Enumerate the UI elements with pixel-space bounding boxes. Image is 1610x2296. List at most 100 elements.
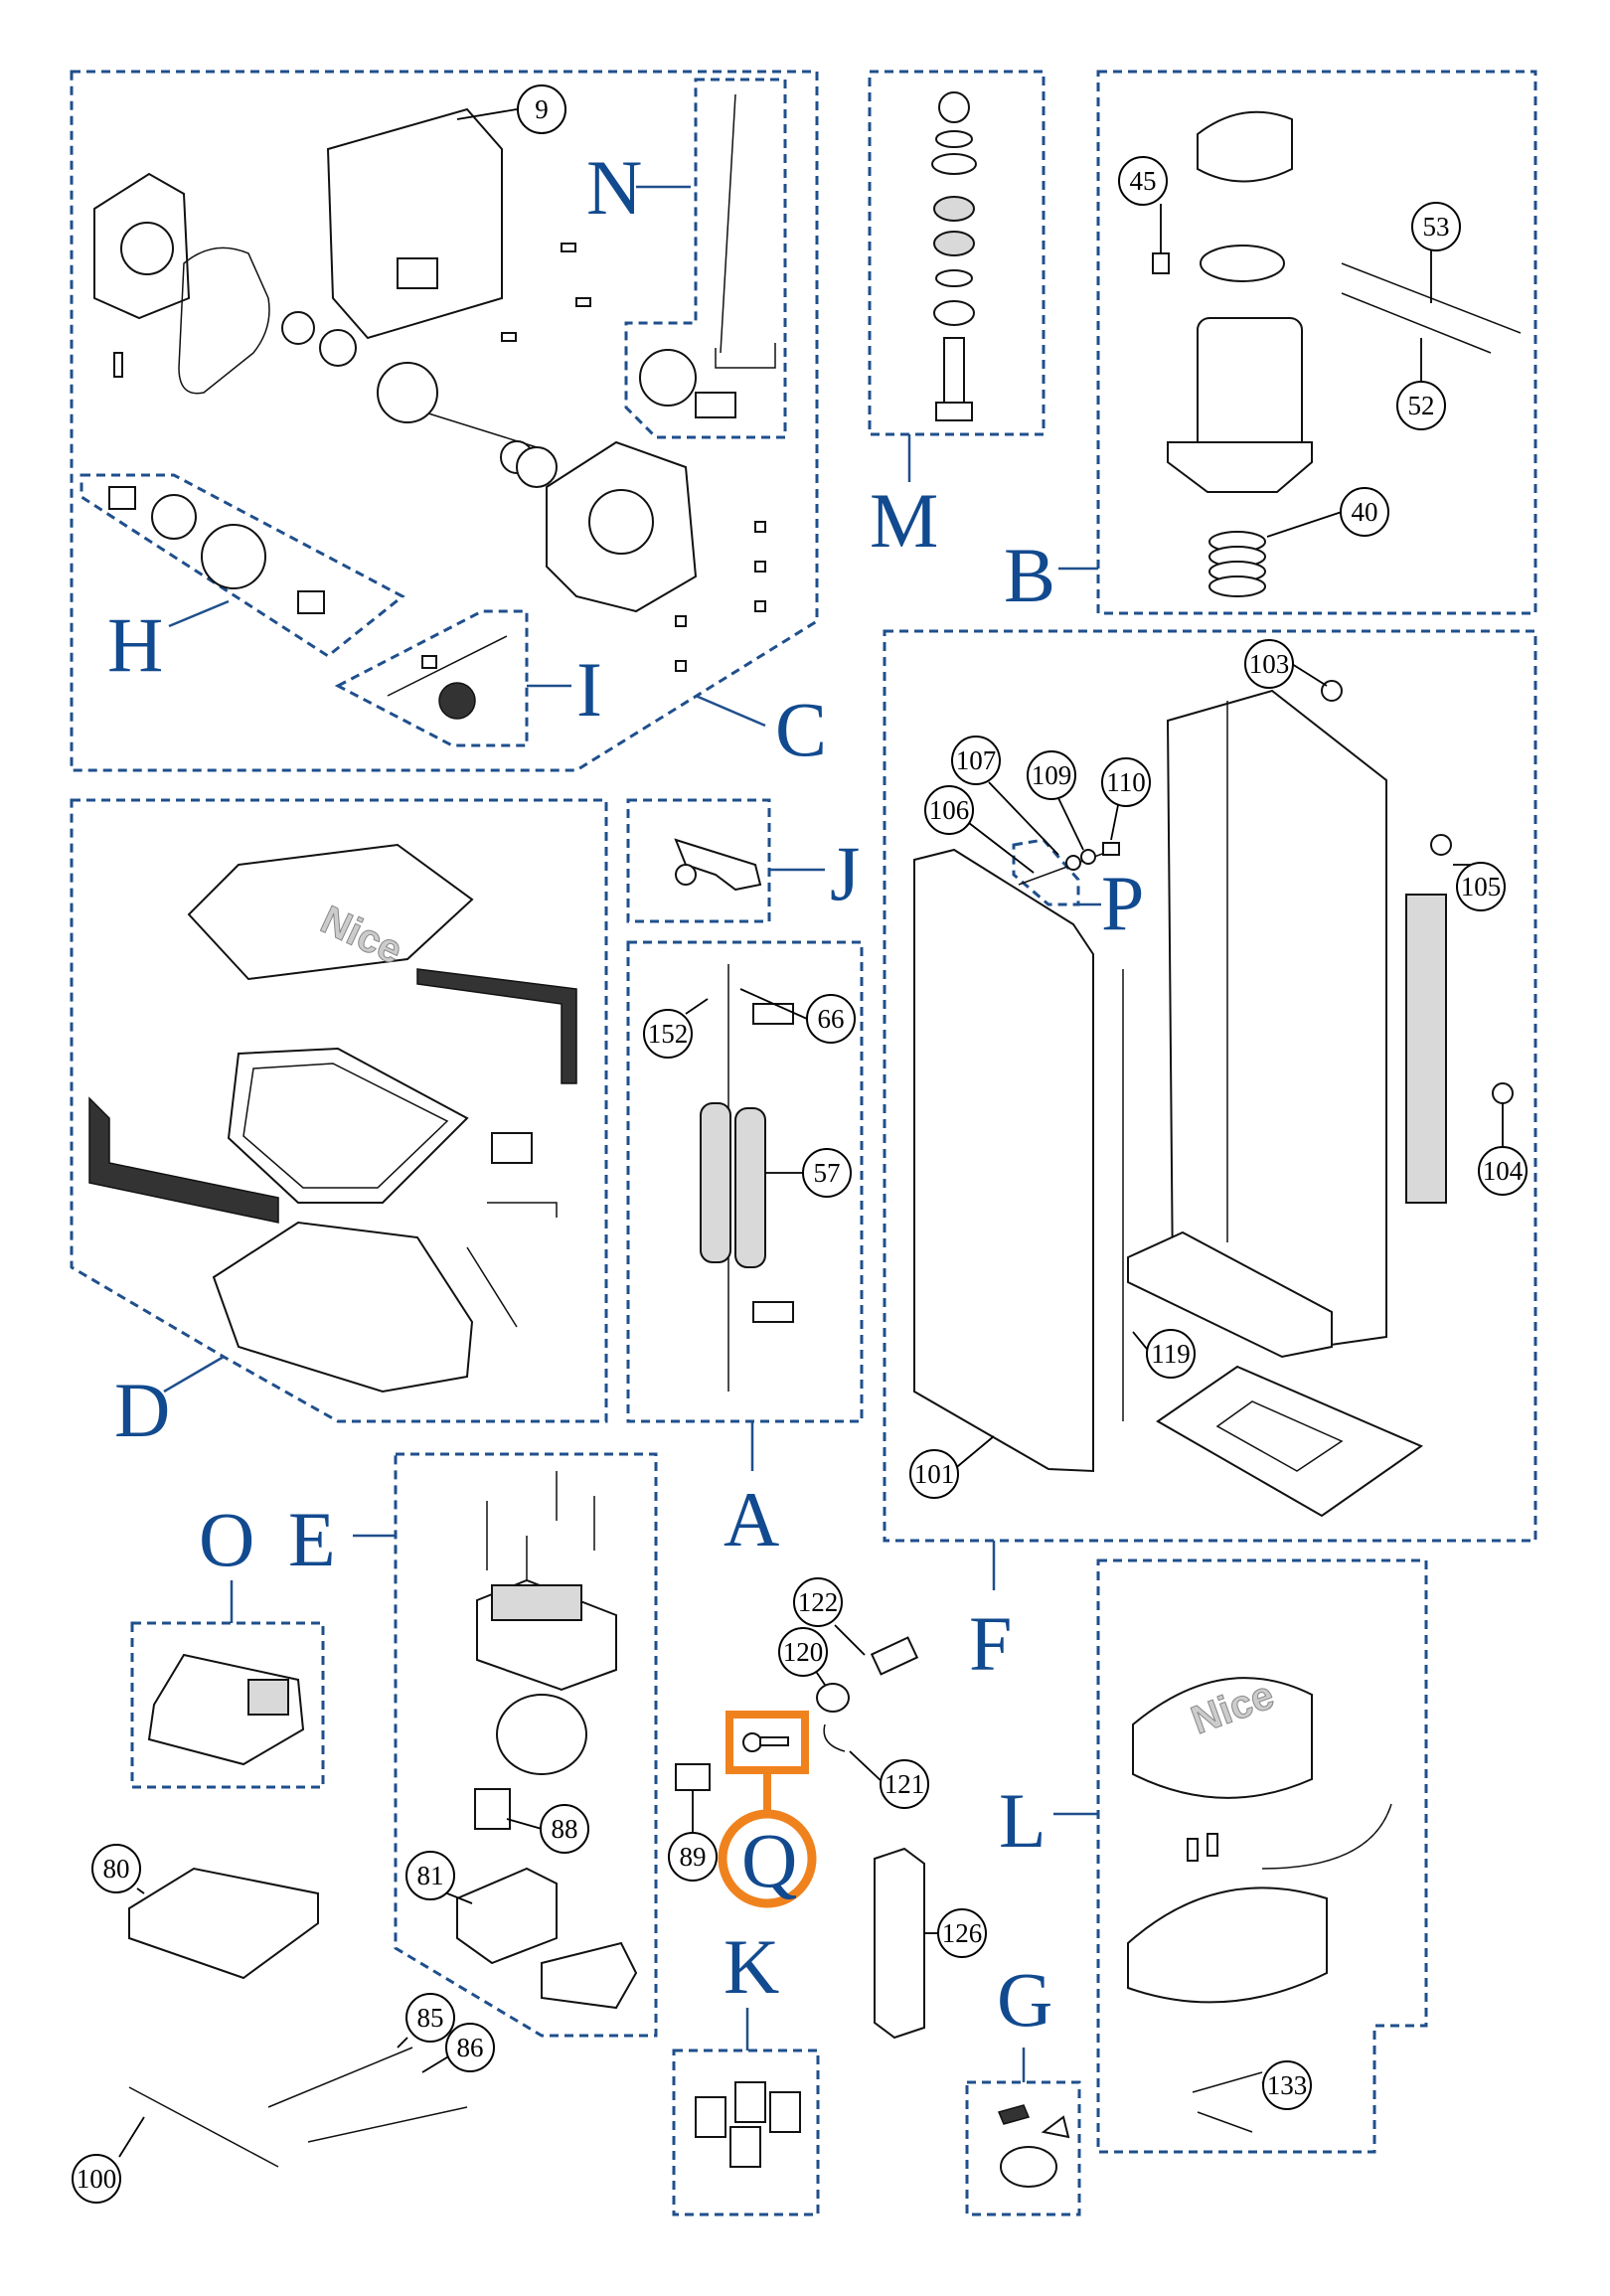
- lock-washer-2: [1080, 849, 1096, 865]
- seal-strip-left: [88, 1096, 279, 1224]
- lock-pin-p: [1018, 849, 1114, 886]
- part-callout-109[interactable]: [1027, 750, 1076, 800]
- flash-lamp-g: [1000, 2146, 1057, 2188]
- part-number-57: 57: [814, 1158, 841, 1188]
- part-number-101: 101: [914, 1459, 955, 1489]
- part-callout-133[interactable]: [1262, 2060, 1312, 2110]
- part-callout-53[interactable]: [1411, 202, 1461, 251]
- housing-bearing-hole: [588, 489, 654, 555]
- part-callout-66[interactable]: [806, 994, 856, 1044]
- part-callout-81[interactable]: [405, 1851, 455, 1900]
- part-callout-9[interactable]: [517, 84, 566, 134]
- part-callout-106[interactable]: [924, 785, 974, 835]
- m-bushing: [933, 300, 975, 326]
- sensor-45: [1152, 252, 1170, 274]
- group-e[interactable]: 88 81 E: [288, 1452, 658, 2038]
- callout-line-110: [1110, 804, 1119, 841]
- motor-flange: [1167, 441, 1313, 493]
- part-callout-152[interactable]: [643, 1009, 693, 1059]
- part-callout-122[interactable]: [793, 1577, 843, 1627]
- group-letter-m: M: [870, 477, 938, 564]
- group-letter-f: F: [969, 1600, 1012, 1687]
- part-callout-100[interactable]: [72, 2154, 121, 2204]
- cover-base: [212, 1221, 474, 1394]
- group-f-frame: [883, 629, 1537, 1543]
- release-parts: 120 122 121 89 126: [668, 1577, 987, 2040]
- part-number-122: 122: [798, 1587, 839, 1617]
- callout-line-103: [1291, 663, 1328, 687]
- part-callout-80[interactable]: [91, 1844, 141, 1893]
- part-number-107: 107: [956, 745, 997, 775]
- part-callout-104[interactable]: [1478, 1146, 1528, 1196]
- group-c[interactable]: 9 C: [70, 70, 827, 772]
- part-callout-121[interactable]: [880, 1759, 929, 1809]
- motor-ring: [1200, 245, 1285, 282]
- group-o[interactable]: O: [130, 1496, 325, 1789]
- group-n[interactable]: N: [586, 78, 787, 439]
- m-washer-2: [935, 269, 973, 287]
- group-l[interactable]: Nice 133 L: [999, 1558, 1428, 2154]
- group-h[interactable]: H: [80, 473, 405, 688]
- pin-133-a: [1192, 2071, 1263, 2093]
- board-heatsink-o: [247, 1679, 289, 1716]
- part-callout-101[interactable]: [909, 1449, 959, 1499]
- part-number-121: 121: [885, 1769, 925, 1799]
- motor-bellows: [1208, 531, 1266, 597]
- callout-line-85: [397, 2037, 408, 2049]
- capacitor-drum: [496, 1694, 587, 1775]
- main-gear: [377, 362, 438, 423]
- part-callout-45[interactable]: [1118, 156, 1168, 206]
- ring-104: [1492, 1082, 1514, 1104]
- part-callout-126[interactable]: [937, 1908, 987, 1958]
- part-callout-40[interactable]: [1340, 487, 1389, 537]
- part-number-100: 100: [77, 2164, 117, 2194]
- group-d[interactable]: Nice D: [70, 798, 608, 1453]
- callout-line-121: [849, 1750, 886, 1785]
- callout-line-81: [446, 1892, 473, 1904]
- screw-l-1: [1187, 1838, 1199, 1862]
- group-k[interactable]: K: [672, 1923, 820, 2216]
- column-base-plate: [1127, 1230, 1333, 1359]
- part-callout-89[interactable]: [668, 1832, 718, 1882]
- group-q[interactable]: Q: [718, 1711, 817, 1908]
- part-callout-85[interactable]: [405, 1993, 455, 2043]
- seal-ring-2: [319, 329, 357, 367]
- cover-lid: [187, 843, 474, 981]
- part-callout-119[interactable]: [1146, 1329, 1196, 1379]
- callout-line-80: [136, 1887, 145, 1894]
- group-letter-e: E: [288, 1496, 336, 1582]
- base-gasket-hole: [1215, 1400, 1344, 1472]
- part-callout-120[interactable]: [778, 1627, 828, 1677]
- part-callout-52[interactable]: [1396, 381, 1446, 430]
- part-number-119: 119: [1151, 1339, 1191, 1369]
- group-j[interactable]: J: [626, 798, 860, 923]
- base-gasket: [1156, 1365, 1424, 1518]
- part-callout-105[interactable]: [1456, 862, 1506, 911]
- part-callout-103[interactable]: [1244, 639, 1294, 689]
- part-callout-86[interactable]: [445, 2023, 495, 2072]
- group-h-frame: [80, 473, 405, 658]
- group-p[interactable]: 107 109 110 106 P: [924, 736, 1151, 946]
- cable-86: [307, 2106, 468, 2143]
- group-g[interactable]: G: [965, 1956, 1081, 2216]
- part-number-81: 81: [417, 1861, 444, 1890]
- group-b[interactable]: 45 53 52 40 B: [1004, 70, 1537, 618]
- group-a[interactable]: 152 66 57 A: [626, 940, 864, 1562]
- leader-h: [168, 599, 230, 628]
- part-number-86: 86: [457, 2033, 484, 2062]
- part-callout-110[interactable]: [1101, 757, 1151, 807]
- mounting-plate: [326, 107, 503, 340]
- m-cam-2: [933, 231, 975, 256]
- module-81: [456, 1867, 558, 1965]
- part-callout-88[interactable]: [540, 1804, 589, 1854]
- cover-bearing-hole: [120, 222, 174, 275]
- part-callout-107[interactable]: [951, 736, 1001, 785]
- group-i[interactable]: I: [334, 609, 602, 747]
- part-number-40: 40: [1352, 497, 1378, 527]
- group-m[interactable]: M: [868, 70, 1046, 564]
- part-callout-57[interactable]: [802, 1148, 852, 1198]
- callout-line-88: [506, 1818, 543, 1830]
- plate-cutout: [397, 257, 438, 289]
- group-f[interactable]: 103 105 104 119 101 F: [883, 629, 1537, 1687]
- transformer-top: [491, 1584, 582, 1621]
